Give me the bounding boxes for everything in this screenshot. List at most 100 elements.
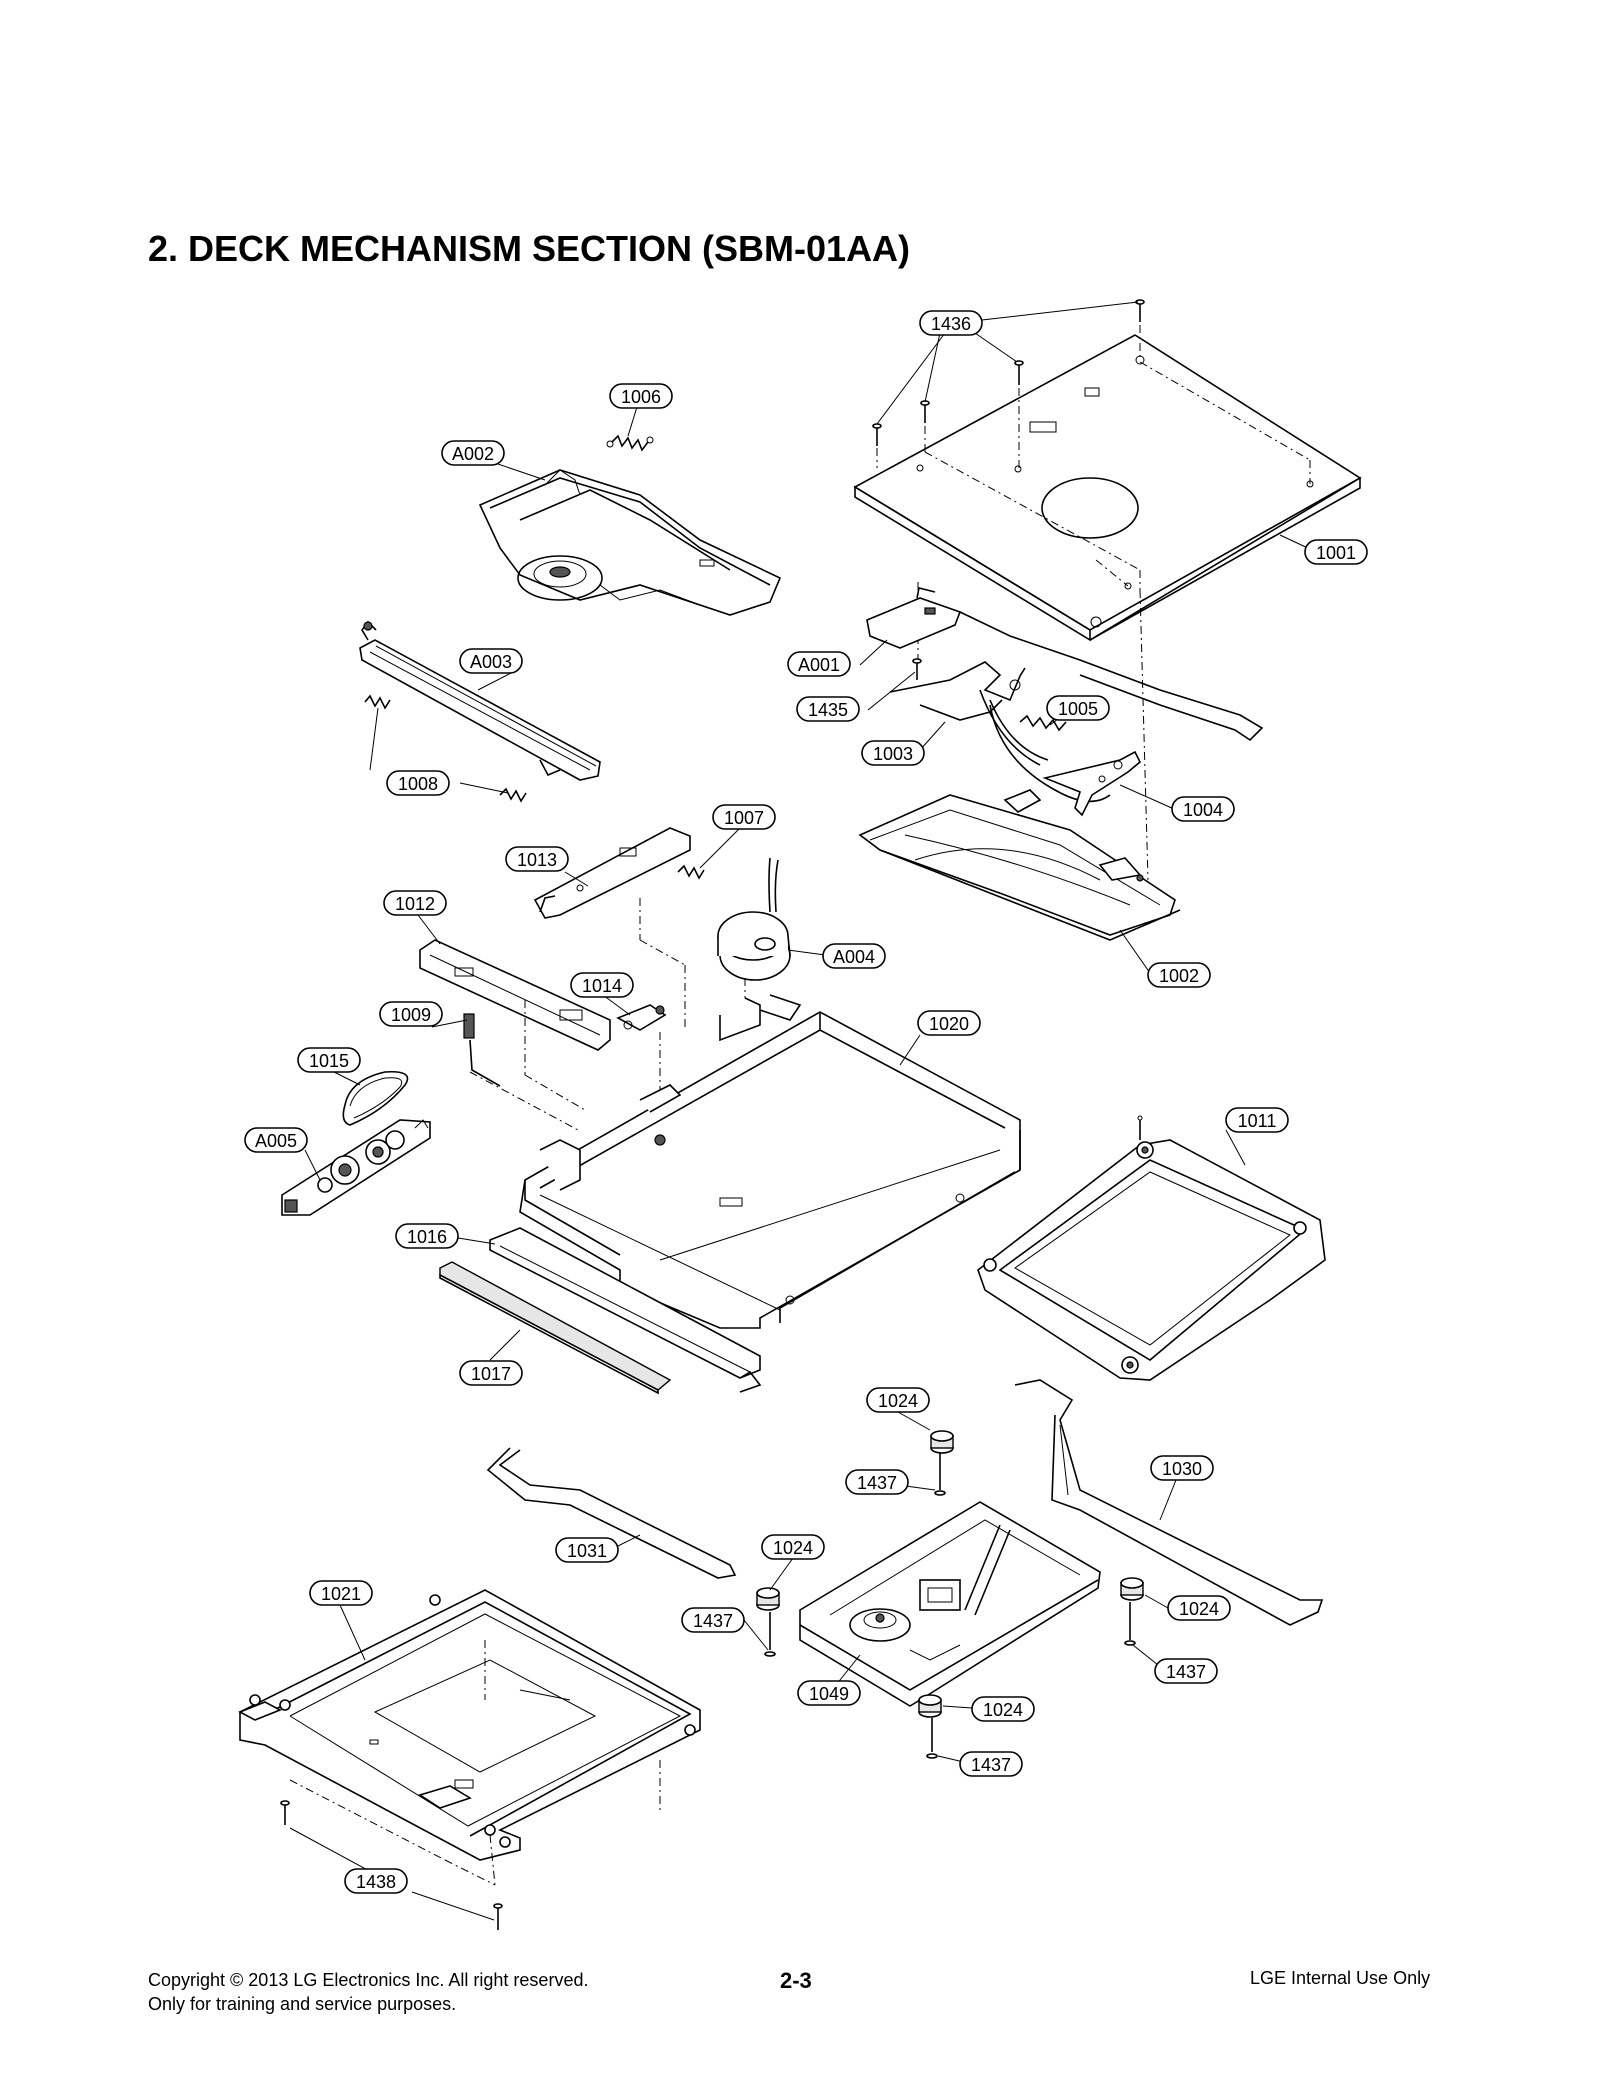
callout-1437-d: 1437: [959, 1751, 1023, 1777]
callout-a001: A001: [787, 651, 851, 677]
front-bar-1016: [489, 1227, 762, 1393]
svg-text:1437: 1437: [857, 1473, 897, 1493]
callout-1013: 1013: [505, 846, 569, 872]
svg-text:1024: 1024: [878, 1391, 918, 1411]
svg-text:1024: 1024: [983, 1700, 1023, 1720]
bracket-1012: [419, 939, 611, 1111]
svg-text:A003: A003: [470, 652, 512, 672]
screw-1435: [912, 658, 922, 680]
svg-text:1017: 1017: [471, 1364, 511, 1384]
callout-1002: 1002: [1147, 962, 1211, 988]
callout-1020: 1020: [917, 1010, 981, 1036]
guide-rail-a003: [359, 620, 601, 781]
callout-1437-c: 1437: [1154, 1658, 1218, 1684]
svg-text:1437: 1437: [971, 1755, 1011, 1775]
spring-1005: [1019, 714, 1067, 732]
bracket-1013: [533, 827, 691, 1030]
spring-1007: [677, 864, 705, 880]
page-title: 2. DECK MECHANISM SECTION (SBM-01AA): [148, 228, 911, 269]
callout-1005: 1005: [1046, 695, 1110, 721]
svg-text:A002: A002: [452, 444, 494, 464]
copyright-line: Copyright © 2013 LG Electronics Inc. All…: [148, 1970, 589, 1990]
callout-1003: 1003: [861, 740, 925, 766]
svg-text:1002: 1002: [1159, 966, 1199, 986]
callout-1024-d: 1024: [971, 1696, 1035, 1722]
svg-text:1009: 1009: [391, 1005, 431, 1025]
svg-text:1005: 1005: [1058, 699, 1098, 719]
flex-ribbon-1031: [486, 1447, 737, 1579]
callout-1436: 1436: [919, 310, 983, 336]
callout-1435: 1435: [796, 696, 860, 722]
svg-text:1049: 1049: [809, 1684, 849, 1704]
bottom-plate-1021: [238, 1589, 701, 1886]
callout-1049: 1049: [797, 1680, 861, 1706]
bracket-a001: [866, 587, 1264, 742]
callout-a002: A002: [441, 440, 505, 466]
callout-1016: 1016: [395, 1223, 459, 1249]
main-chassis-1020: [519, 994, 1021, 1329]
callout-a004: A004: [822, 943, 886, 969]
gear-unit-a005: [281, 1119, 431, 1216]
callout-1012: 1012: [383, 890, 447, 916]
svg-text:1012: 1012: [395, 894, 435, 914]
svg-text:1015: 1015: [309, 1051, 349, 1071]
callout-1014: 1014: [570, 972, 634, 998]
leader-lines: [289, 301, 1313, 1921]
damper-1024-a: [930, 1430, 954, 1496]
svg-text:1438: 1438: [356, 1872, 396, 1892]
frame-1011: [977, 1115, 1326, 1381]
svg-text:1021: 1021: [321, 1584, 361, 1604]
svg-text:1014: 1014: [582, 976, 622, 996]
callout-a003: A003: [459, 648, 523, 674]
callout-1015: 1015: [297, 1047, 361, 1073]
callout-1031: 1031: [555, 1537, 619, 1563]
svg-text:1011: 1011: [1238, 1111, 1277, 1131]
callout-a005: A005: [244, 1127, 308, 1153]
usage-line: Only for training and service purposes.: [148, 1994, 457, 2014]
svg-text:1007: 1007: [724, 808, 764, 828]
svg-text:1006: 1006: [621, 387, 661, 407]
callout-1021: 1021: [309, 1580, 373, 1606]
callout-1030: 1030: [1150, 1455, 1214, 1481]
loader-tray-a002: [478, 469, 782, 616]
callout-1437-a: 1437: [845, 1469, 909, 1495]
svg-text:1016: 1016: [407, 1227, 447, 1247]
svg-text:1013: 1013: [517, 850, 557, 870]
cam-1004: [989, 704, 1141, 817]
svg-text:1004: 1004: [1183, 800, 1223, 820]
callout-1009: 1009: [379, 1001, 443, 1027]
svg-text:A005: A005: [255, 1131, 297, 1151]
callout-1017: 1017: [459, 1360, 523, 1386]
belt-1015: [342, 1070, 409, 1126]
callout-1008: 1008: [386, 770, 450, 796]
internal-use-note: LGE Internal Use Only: [1250, 1968, 1431, 1988]
callout-1007: 1007: [712, 804, 776, 830]
screws-1438: [280, 1800, 503, 1930]
svg-text:1437: 1437: [693, 1611, 733, 1631]
pickup-1049: [799, 1501, 1101, 1707]
spring-1006: [606, 434, 654, 452]
spring-1009: [463, 1013, 579, 1131]
damper-1024-d: [918, 1694, 942, 1759]
callout-1004: 1004: [1171, 796, 1235, 822]
svg-text:1436: 1436: [931, 314, 971, 334]
svg-text:1001: 1001: [1316, 543, 1356, 563]
svg-text:1003: 1003: [873, 744, 913, 764]
callout-1024-b: 1024: [761, 1534, 825, 1560]
svg-text:1030: 1030: [1162, 1459, 1202, 1479]
svg-text:1437: 1437: [1166, 1662, 1206, 1682]
damper-1024-b: [756, 1587, 780, 1657]
callout-1001: 1001: [1304, 539, 1368, 565]
callout-1011: 1011: [1225, 1107, 1289, 1133]
callout-1437-b: 1437: [681, 1607, 745, 1633]
callout-1024-c: 1024: [1167, 1595, 1231, 1621]
motor-a004: [717, 857, 791, 1020]
svg-text:1024: 1024: [1179, 1599, 1219, 1619]
top-cover-plate: [853, 334, 1362, 642]
svg-text:1024: 1024: [773, 1538, 813, 1558]
svg-text:1031: 1031: [567, 1541, 607, 1561]
callout-1006: 1006: [609, 383, 673, 409]
springs-1008: [364, 694, 527, 803]
